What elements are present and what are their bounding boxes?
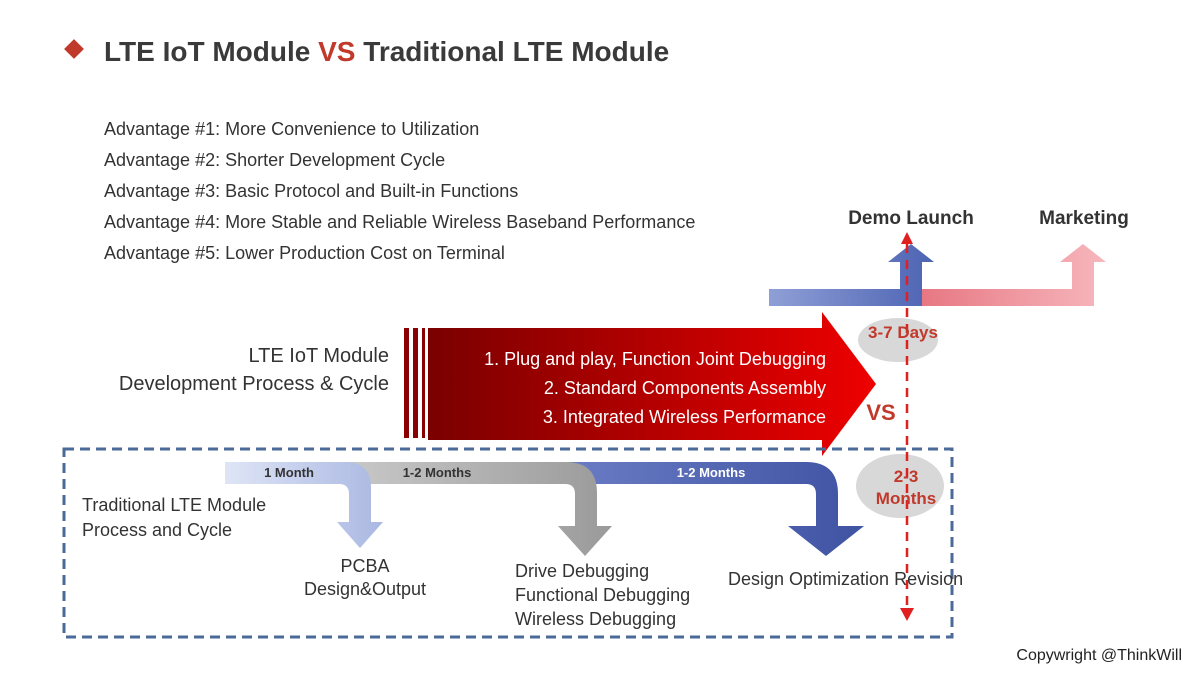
- page-title: LTE IoT Module VS Traditional LTE Module: [104, 36, 670, 67]
- stage2-output-label: Drive Debugging: [515, 561, 649, 581]
- advantage-item: Advantage #2: Shorter Development Cycle: [104, 150, 446, 170]
- traditional-total-duration-label: Months: [876, 489, 936, 508]
- advantage-item: Advantage #1: More Convenience to Utiliz…: [104, 119, 480, 139]
- stage1-duration-label: 1 Month: [264, 465, 314, 480]
- iot-duration-label: 3-7 Days: [868, 323, 938, 342]
- iot-step: 3. Integrated Wireless Performance: [542, 407, 826, 427]
- advantage-item: Advantage #3: Basic Protocol and Built-i…: [104, 181, 519, 201]
- stage2-output-label: Wireless Debugging: [515, 609, 676, 629]
- iot-step: 2. Standard Components Assembly: [543, 378, 826, 398]
- iot-process-arrow: [428, 312, 876, 456]
- traditional-duration-bubble: [856, 454, 944, 518]
- vs-label: VS: [866, 400, 895, 425]
- advantage-list: Advantage #1: More Convenience to Utiliz…: [104, 114, 695, 269]
- stage2-arrow: [342, 462, 612, 556]
- iot-step: 1. Plug and play, Function Joint Debuggi…: [484, 349, 826, 369]
- traditional-process-label: Traditional LTE Module Process and Cycle: [82, 495, 267, 540]
- iot-duration-bubble: [858, 318, 938, 362]
- copyright-notice: Copywright @ThinkWill: [1016, 647, 1182, 664]
- stage3-output-label: Design Optimization Revision: [728, 569, 963, 589]
- iot-process-label: LTE IoT Module Development Process & Cyc…: [118, 345, 389, 395]
- timeline-down-arrowhead-icon: [900, 608, 914, 621]
- demo-launch-arrow: [769, 244, 934, 306]
- advantage-item: Advantage #4: More Stable and Reliable W…: [104, 212, 696, 232]
- stage3-arrow: [565, 462, 864, 556]
- stage1-output-label: PCBA: [340, 556, 389, 576]
- marketing-label: Marketing: [1039, 208, 1129, 229]
- timeline-up-arrowhead-icon: [901, 232, 913, 244]
- demo-launch-label: Demo Launch: [848, 208, 974, 229]
- stage2-duration-label: 1-2 Months: [403, 465, 472, 480]
- traditional-process-frame: [62, 447, 954, 639]
- iot-stripe: [422, 328, 425, 438]
- advantage-item: Advantage #5: Lower Production Cost on T…: [104, 243, 505, 263]
- stage3-duration-label: 1-2 Months: [677, 465, 746, 480]
- iot-steps-list: 1. Plug and play, Function Joint Debuggi…: [484, 345, 826, 432]
- iot-stripe: [413, 328, 418, 438]
- stage1-output-label: Design&Output: [304, 579, 426, 599]
- marketing-arrow: [900, 244, 1106, 306]
- traditional-total-duration-label: 2-3: [894, 467, 919, 486]
- stage1-arrow: [225, 462, 383, 548]
- iot-stripe: [404, 328, 409, 438]
- stage2-output-label: Functional Debugging: [515, 585, 690, 605]
